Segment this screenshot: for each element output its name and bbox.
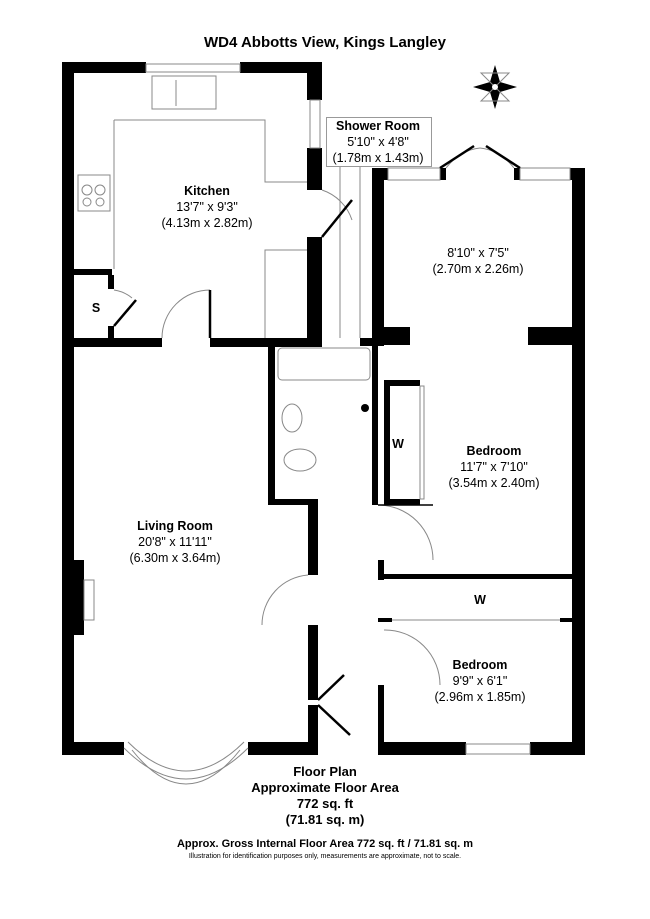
room-metric: (2.70m x 2.26m) bbox=[432, 262, 524, 276]
room-metric: (3.54m x 2.40m) bbox=[448, 476, 540, 490]
room-name: Shower Room bbox=[335, 119, 421, 133]
compass-rose-icon bbox=[473, 65, 517, 109]
walls bbox=[62, 62, 585, 755]
fixtures bbox=[77, 63, 571, 785]
room-imperial: 20'8" x 11'11" bbox=[138, 535, 212, 549]
room-imperial: 5'10" x 4'8" bbox=[347, 135, 409, 149]
bedroom-1-label: Bedroom 11'7" x 7'10" (3.54m x 2.40m) bbox=[448, 443, 539, 491]
wardrobe-1-label: W bbox=[392, 437, 404, 451]
room-name: Bedroom bbox=[466, 444, 522, 458]
living-room-label: Living Room 20'8" x 11'11" (6.30m x 3.64… bbox=[129, 518, 220, 566]
room-imperial: 13'7" x 9'3" bbox=[176, 200, 238, 214]
room-imperial: 8'10" x 7'5" bbox=[447, 246, 509, 260]
page-title: WD4 Abbotts View, Kings Langley bbox=[204, 34, 446, 51]
shower-room-label: Shower Room 5'10" x 4'8" (1.78m x 1.43m) bbox=[332, 118, 423, 166]
shower-drain-icon bbox=[361, 404, 369, 412]
room-name: Bedroom bbox=[452, 658, 508, 672]
room-metric: (6.30m x 3.64m) bbox=[129, 551, 221, 565]
room-metric: (2.96m x 1.85m) bbox=[434, 690, 526, 704]
gross-area: Approx. Gross Internal Floor Area 772 sq… bbox=[176, 838, 474, 850]
room-metric: (4.13m x 2.82m) bbox=[161, 216, 253, 230]
door-leaves bbox=[113, 144, 521, 736]
summary-line: Floor Plan bbox=[293, 764, 357, 779]
room-imperial: 11'7" x 7'10" bbox=[460, 460, 528, 474]
room-name: Kitchen bbox=[184, 184, 230, 198]
room-metric: (1.78m x 1.43m) bbox=[332, 151, 424, 165]
summary-line: 772 sq. ft bbox=[296, 796, 354, 811]
summary-line: (71.81 sq. m) bbox=[285, 812, 365, 827]
kitchen-label: Kitchen 13'7" x 9'3" (4.13m x 2.82m) bbox=[161, 183, 252, 231]
summary-line: Approximate Floor Area bbox=[251, 780, 399, 795]
shower-room-label-box bbox=[326, 117, 432, 167]
store-label: S bbox=[91, 301, 101, 315]
room-name: Living Room bbox=[137, 519, 213, 533]
wardrobe-2-label: W bbox=[474, 593, 486, 607]
floor-area-summary: Floor Plan Approximate Floor Area 772 sq… bbox=[251, 764, 399, 828]
bedroom-2-label: Bedroom 9'9" x 6'1" (2.96m x 1.85m) bbox=[434, 657, 525, 705]
room-imperial: 9'9" x 6'1" bbox=[452, 674, 508, 688]
disclaimer: Illustration for identification purposes… bbox=[188, 853, 462, 860]
top-room-label: 8'10" x 7'5" (2.70m x 2.26m) bbox=[432, 245, 523, 277]
